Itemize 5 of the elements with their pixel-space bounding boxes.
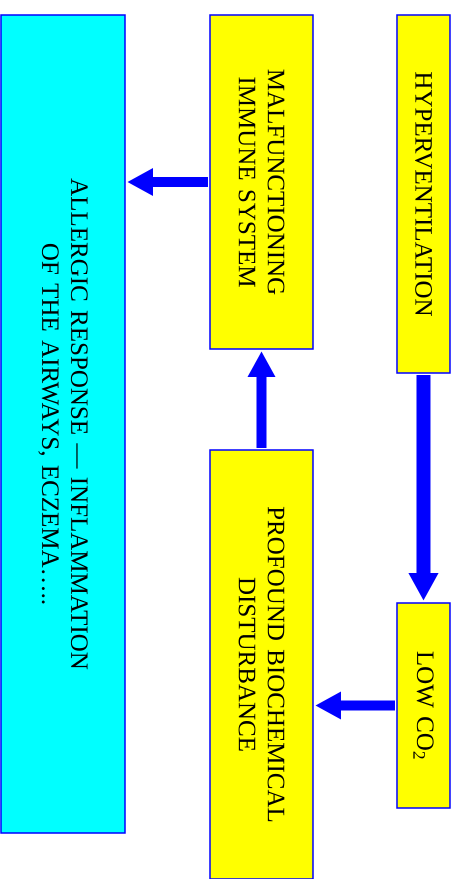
process-box: PROFOUND BIOCHEMICAL DISTURBANCE — [209, 449, 314, 879]
process-box: LOW CO$_{2}$ — [396, 602, 451, 809]
process-box: HYPERVENTILATION — [396, 14, 451, 374]
process-box: ALLERGIC RESPONSE — INFLAMMATION OF THE AIRWAYS, ECZEMA….. — [0, 14, 126, 834]
process-box: MALFUNCTIONING IMMUNE SYSTEM — [209, 14, 314, 350]
